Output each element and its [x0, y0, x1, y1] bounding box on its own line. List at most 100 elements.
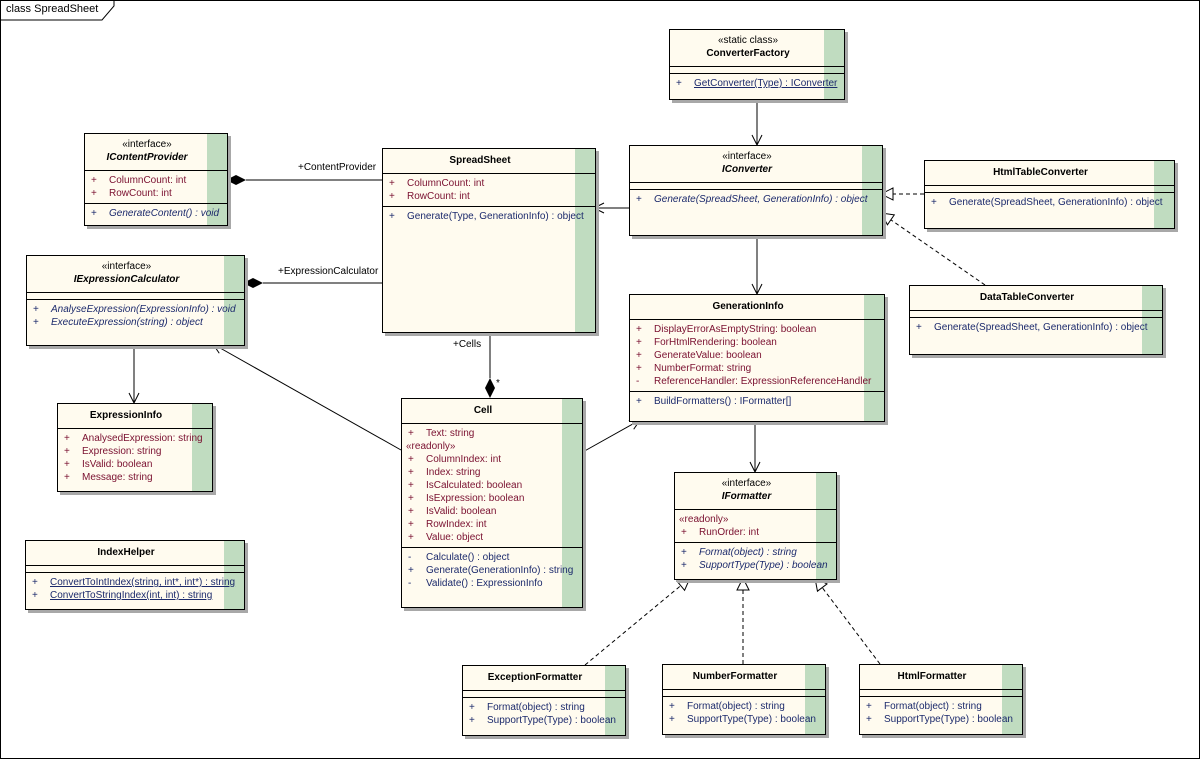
- method-row[interactable]: +SupportType(Type) : boolean: [667, 713, 816, 726]
- attribute-row[interactable]: +IsValid: boolean: [62, 458, 190, 471]
- relation-cell-to-generation-info[interactable]: [580, 419, 641, 454]
- relation-cell-to-iexpression-calculator[interactable]: [212, 343, 402, 451]
- member-signature: SupportType(Type) : boolean: [699, 560, 828, 571]
- method-row[interactable]: +ConvertToStringIndex(int, int) : string: [30, 589, 222, 602]
- method-row[interactable]: +ConvertToIntIndex(string, int*, int*) :…: [30, 576, 235, 589]
- attribute-row[interactable]: +ColumnCount: int: [387, 177, 573, 190]
- visibility-marker: +: [669, 701, 675, 712]
- attribute-row[interactable]: +DisplayErrorAsEmptyString: boolean: [634, 323, 862, 336]
- attribute-row[interactable]: +IsValid: boolean: [406, 505, 560, 518]
- attribute-row[interactable]: +Message: string: [62, 471, 190, 484]
- class-name: Cell: [473, 405, 493, 416]
- composition-diamond: [243, 278, 263, 288]
- attribute-row[interactable]: +RowCount: int: [89, 187, 205, 200]
- visibility-marker: +: [91, 188, 97, 199]
- class-strip: [1002, 665, 1022, 734]
- attribute-row[interactable]: +Text: string: [406, 427, 560, 440]
- method-row[interactable]: +Generate(SpreadSheet, GenerationInfo) :…: [634, 193, 867, 206]
- attribute-row[interactable]: +NumberFormat: string: [634, 362, 862, 375]
- visibility-marker: +: [681, 527, 687, 538]
- attribute-row[interactable]: +GenerateValue: boolean: [634, 349, 862, 362]
- class-header: GenerationInfo: [630, 295, 884, 320]
- method-row[interactable]: +Format(object) : string: [864, 700, 1000, 713]
- attribute-row[interactable]: +IsCalculated: boolean: [406, 479, 560, 492]
- methods-compartment: -Calculate() : object+Generate(Generatio…: [402, 548, 582, 607]
- member-signature: Expression: string: [82, 446, 162, 457]
- class-generation-info[interactable]: GenerationInfo +DisplayErrorAsEmptyString…: [629, 294, 885, 422]
- method-row[interactable]: +AnalyseExpression(ExpressionInfo) : voi…: [31, 303, 236, 316]
- role-label: +ContentProvider: [298, 162, 377, 173]
- visibility-marker: +: [408, 467, 414, 478]
- visibility-marker: +: [389, 178, 395, 189]
- visibility-marker: +: [33, 304, 39, 315]
- visibility-marker: +: [408, 493, 414, 504]
- class-cell[interactable]: Cell+Text: string«readonly»+ColumnIndex:…: [401, 398, 583, 608]
- class-number-formatter[interactable]: NumberFormatter+Format(object) : string+…: [662, 664, 826, 735]
- attribute-row[interactable]: +AnalysedExpression: string: [62, 432, 203, 445]
- method-row[interactable]: -Validate() : ExpressionInfo: [406, 577, 560, 590]
- class-name: ExpressionInfo: [89, 410, 163, 421]
- method-row[interactable]: +GetConverter(Type) : IConverter: [674, 77, 837, 90]
- method-row[interactable]: -Calculate() : object: [406, 551, 560, 564]
- class-icontent-provider[interactable]: «interface» IContentProvider +ColumnCount:…: [84, 133, 228, 226]
- method-row[interactable]: +SupportType(Type) : boolean: [467, 714, 616, 727]
- method-row[interactable]: +SupportType(Type) : boolean: [679, 559, 828, 572]
- attribute-row[interactable]: +ColumnCount: int: [89, 174, 205, 187]
- class-index-helper[interactable]: IndexHelper+ConvertToIntIndex(string, in…: [25, 540, 245, 610]
- attribute-row[interactable]: +IsExpression: boolean: [406, 492, 560, 505]
- methods-compartment: + Format(object) : string+SupportType(Typ…: [663, 697, 825, 734]
- attribute-row[interactable]: +RowIndex: int: [406, 518, 560, 531]
- relation-data-table-converter-to-iconverter[interactable]: [890, 219, 986, 286]
- attribute-row[interactable]: +RowCount: int: [387, 190, 573, 203]
- class-html-formatter[interactable]: HtmlFormatter+Format(object) : string+Su…: [859, 664, 1023, 735]
- attribute-row[interactable]: +ColumnIndex: int: [406, 453, 560, 466]
- class-stereotype: «interface»: [122, 139, 172, 150]
- class-html-table-converter[interactable]: HtmlTableConverter+Generate(SpreadSheet,…: [924, 160, 1175, 229]
- member-signature: Format(object) : string: [884, 701, 982, 712]
- method-row[interactable]: +Generate(GenerationInfo) : string: [406, 564, 573, 577]
- class-strip: [824, 30, 844, 99]
- class-iexpression-calculator[interactable]: «interface»IExpressionCalculator+Analyse…: [26, 255, 245, 346]
- class-stereotype: «interface»: [101, 261, 152, 272]
- member-signature: ExecuteExpression(string) : object: [51, 317, 203, 328]
- method-row[interactable]: +ExecuteExpression(string) : object: [31, 316, 222, 329]
- relation-exception-formatter-to-iformatter[interactable]: [584, 585, 682, 666]
- class-data-table-converter[interactable]: DataTableConverter+Generate(SpreadSheet,…: [909, 285, 1163, 355]
- realization-triangle: [814, 577, 828, 593]
- method-row[interactable]: +SupportType(Type) : boolean: [864, 713, 1013, 726]
- method-row[interactable]: +Generate(SpreadSheet, GenerationInfo) :…: [929, 196, 1162, 209]
- class-spreadsheet[interactable]: SpreadSheet+ColumnCount: int+RowCount: i…: [382, 148, 596, 333]
- attributes-compartment: [663, 690, 825, 697]
- visibility-marker: -: [408, 578, 412, 589]
- member-signature: Generate(SpreadSheet, GenerationInfo) : …: [934, 322, 1148, 333]
- method-row[interactable]: +Format(object) : string: [679, 546, 814, 559]
- methods-compartment: +Generate(SpreadSheet, GenerationInfo) :…: [910, 318, 1162, 354]
- attribute-row[interactable]: +ForHtmlRendering: boolean: [634, 336, 862, 349]
- method-row[interactable]: +Generate(SpreadSheet, GenerationInfo) :…: [914, 321, 1147, 334]
- method-row[interactable]: +Generate(Type, GenerationInfo) : object: [387, 210, 584, 223]
- class-name: IFormatter: [721, 491, 772, 502]
- attribute-row[interactable]: +Value: object: [406, 531, 560, 544]
- class-iconverter[interactable]: «interface»IConverter+Generate(SpreadShe…: [629, 145, 883, 236]
- visibility-marker: +: [408, 532, 414, 543]
- method-row[interactable]: + Format(object) : string: [667, 700, 803, 713]
- member-signature: Format(object) : string: [687, 701, 785, 712]
- relation-html-formatter-to-iformatter[interactable]: [821, 587, 881, 665]
- class-exception-formatter[interactable]: ExceptionFormatter+Format(object) : stri…: [462, 665, 626, 736]
- attribute-row[interactable]: +Index: string: [406, 466, 560, 479]
- method-row[interactable]: +BuildFormatters() : IFormatter[]: [634, 395, 862, 408]
- visibility-marker: -: [636, 376, 640, 387]
- class-name: IContentProvider: [106, 152, 188, 163]
- class-converter-factory[interactable]: «static class»ConverterFactory+GetConver…: [669, 29, 845, 100]
- frame-tab-outline: [0, 0, 115, 21]
- attribute-row[interactable]: -ReferenceHandler: ExpressionReferenceHa…: [634, 375, 871, 388]
- class-iformatter[interactable]: «interface»IFormatter«readonly»+RunOrder…: [674, 472, 837, 580]
- class-expression-info[interactable]: ExpressionInfo +AnalysedExpression: strin…: [57, 403, 213, 492]
- attribute-row[interactable]: +RunOrder: int: [679, 526, 814, 539]
- method-row[interactable]: +GenerateContent() : void: [89, 207, 219, 220]
- method-row[interactable]: +Format(object) : string: [467, 701, 603, 714]
- attribute-row[interactable]: +Expression: string: [62, 445, 190, 458]
- role-label: +Cells: [453, 339, 482, 350]
- composition-diamond: [226, 175, 246, 185]
